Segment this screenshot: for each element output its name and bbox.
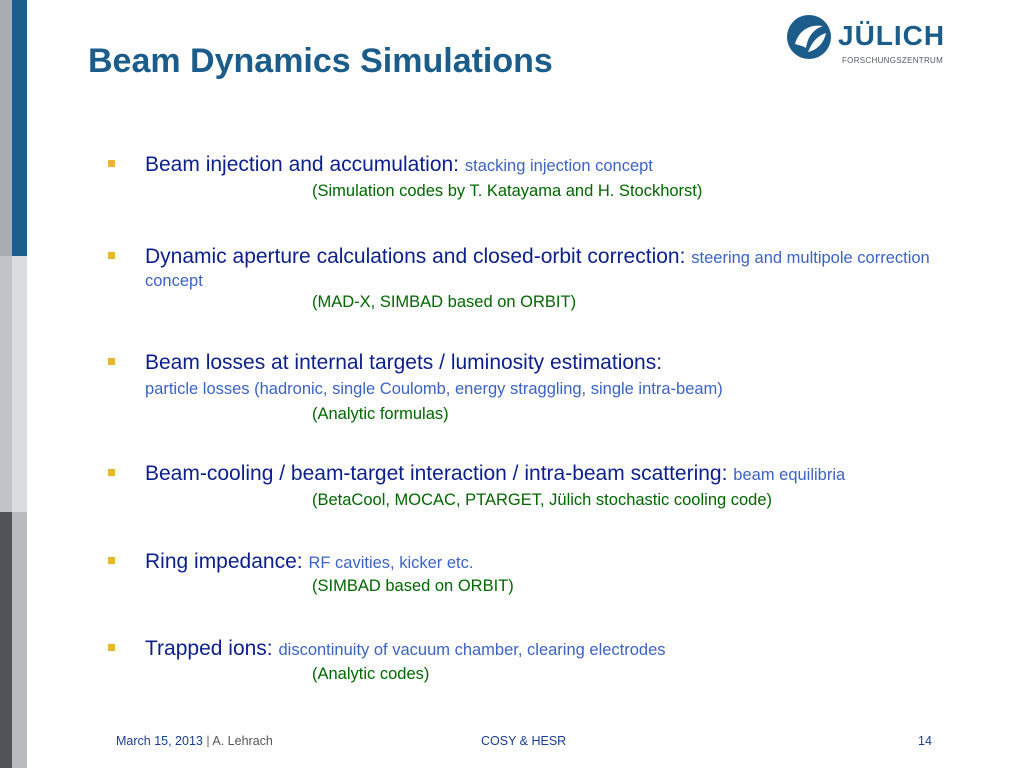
- bullet-heading: Beam injection and accumulation: stackin…: [145, 154, 985, 177]
- bullet-detail: discontinuity of vacuum chamber, clearin…: [278, 641, 666, 659]
- bullet-heading-text: Trapped ions:: [145, 637, 273, 660]
- bullet-heading-text: Beam losses at internal targets / lumino…: [145, 351, 663, 374]
- bullet-marker-icon: [108, 557, 115, 564]
- bullet-heading-text: Beam-cooling / beam-target interaction /…: [145, 462, 728, 485]
- bullet-codes: (SIMBAD based on ORBIT): [312, 577, 514, 595]
- footer-separator: |: [206, 734, 210, 748]
- side-bar-middle: [0, 256, 27, 512]
- bullet-heading-text: Dynamic aperture calculations and closed…: [145, 245, 686, 268]
- slide-title: Beam Dynamics Simulations: [88, 42, 553, 80]
- side-bar-bottom: [0, 512, 27, 768]
- side-bar-top-inner: [12, 0, 27, 256]
- bullet-marker-icon: [108, 160, 115, 167]
- footer-author: A. Lehrach: [212, 734, 273, 748]
- bullet-codes: (Analytic formulas): [312, 405, 449, 423]
- bullet-marker-icon: [108, 358, 115, 365]
- bullet-detail: beam equilibria: [733, 466, 846, 484]
- side-bar-top: [0, 0, 27, 256]
- bullet-heading-text: Beam injection and accumulation:: [145, 153, 460, 176]
- bullet-heading: Dynamic aperture calculations and closed…: [145, 246, 985, 292]
- side-bar-middle-outer: [0, 256, 12, 512]
- footer-date: March 15, 2013: [116, 734, 203, 748]
- bullet-heading-text: Ring impedance:: [145, 550, 303, 573]
- bullet-marker-icon: [108, 644, 115, 651]
- bullet-marker-icon: [108, 469, 115, 476]
- bullet-codes: (Analytic codes): [312, 665, 430, 683]
- bullet-heading: Trapped ions: discontinuity of vacuum ch…: [145, 638, 985, 661]
- bullet-codes: (Simulation codes by T. Katayama and H. …: [312, 182, 703, 200]
- logo-wordmark: JÜLICH: [838, 20, 946, 51]
- bullet-codes: (MAD-X, SIMBAD based on ORBIT): [312, 293, 577, 311]
- footer-date-author: March 15, 2013 | A. Lehrach: [116, 734, 273, 748]
- bullet-heading: Beam-cooling / beam-target interaction /…: [145, 463, 985, 486]
- bullet-detail: stacking injection concept: [464, 157, 653, 175]
- juelich-logo: JÜLICH FORSCHUNGSZENTRUM: [786, 14, 956, 74]
- bullet-detail: RF cavities, kicker etc.: [308, 554, 474, 572]
- bullet-heading: Beam losses at internal targets / lumino…: [145, 352, 985, 373]
- footer-page-number: 14: [918, 734, 932, 748]
- logo-subtitle: FORSCHUNGSZENTRUM: [842, 56, 944, 65]
- side-bar-bottom-inner: [12, 512, 27, 768]
- bullet-detail: particle losses (hadronic, single Coulom…: [145, 380, 723, 398]
- juelich-logo-mark-icon: [787, 15, 831, 59]
- side-bar-bottom-outer: [0, 512, 12, 768]
- side-bar-middle-inner: [12, 256, 27, 512]
- bullet-heading: Ring impedance: RF cavities, kicker etc.: [145, 551, 985, 574]
- bullet-detail: steering and multipole correction concep…: [145, 249, 930, 290]
- bullet-marker-icon: [108, 252, 115, 259]
- side-bar-top-outer: [0, 0, 12, 256]
- footer-center-label: COSY & HESR: [481, 734, 567, 748]
- bullet-codes: (BetaCool, MOCAC, PTARGET, Jülich stocha…: [312, 491, 773, 509]
